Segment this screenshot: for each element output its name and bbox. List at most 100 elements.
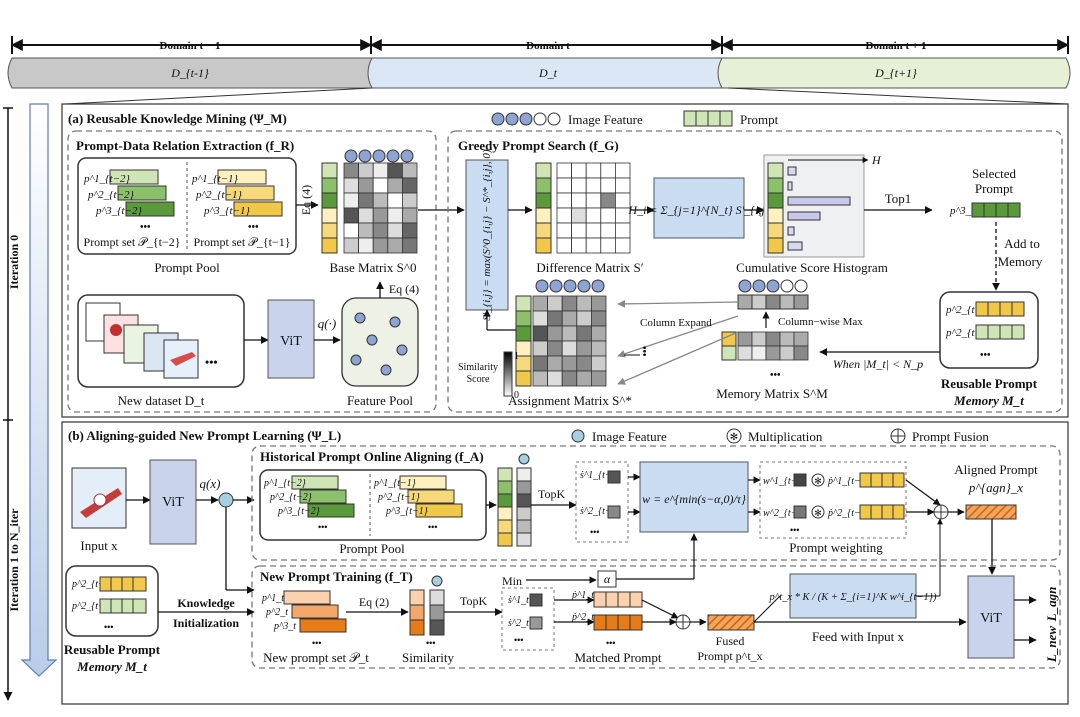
matrix-cell xyxy=(600,192,616,209)
prompt-pool-label: Prompt Pool xyxy=(154,260,220,275)
fuse-formula: p^t_x * K / (K + Σ_{i=1}^K w^i_{t−1}) xyxy=(769,592,937,603)
fused-prompt-block xyxy=(707,614,755,631)
similarity-score-label-2: Score xyxy=(467,374,490,385)
legend-prompt-icon xyxy=(683,110,733,127)
memory-matrix-label: Memory Matrix S^M xyxy=(716,386,828,401)
add-to-memory-2: Memory xyxy=(998,254,1043,269)
matrix-cell xyxy=(387,177,403,194)
prompt-set-1-label: Prompt set 𝒫_{t−2} xyxy=(84,235,181,249)
loss-agn: L_agn xyxy=(1044,587,1059,623)
svg-text:p^2_{t−2}: p^2_{t−2} xyxy=(269,492,312,503)
matrix-cell xyxy=(571,162,587,179)
matrix-cell xyxy=(793,331,809,347)
matrix-cell xyxy=(358,207,374,224)
matrix-cell xyxy=(556,162,573,179)
matrix-cell xyxy=(343,222,360,239)
hist-prompt-pool-label: Prompt Pool xyxy=(339,541,405,556)
matrix-cell xyxy=(615,222,631,239)
timeline: Domain t − 1 Domain t Domain t + 1 D_{t-… xyxy=(7,36,1071,105)
prompt-weighting-label: Prompt weighting xyxy=(789,540,883,555)
matched-prompt-label: Matched Prompt xyxy=(574,650,661,665)
prompt-column-diff xyxy=(535,162,552,254)
svg-text:•••: ••• xyxy=(426,638,435,648)
matrix-cell xyxy=(372,207,389,224)
hist-align-title: Historical Prompt Online Aligning (f_A) xyxy=(260,449,484,464)
scale-0-label: 0 xyxy=(514,390,519,401)
matrix-cell xyxy=(372,177,389,194)
svg-text:•••: ••• xyxy=(312,638,321,648)
matrix-cell xyxy=(343,177,360,194)
svg-text:✻: ✻ xyxy=(730,432,738,443)
new-prompt-set: p^1_t p^2_t p^3_t ••• xyxy=(261,590,347,648)
matrix-cell xyxy=(547,355,563,372)
matrix-cell xyxy=(343,192,360,209)
matrix-cell xyxy=(591,310,607,327)
matrix-cell xyxy=(401,192,418,209)
matrix-cell xyxy=(571,177,587,194)
scale-1-label: 1 xyxy=(514,351,519,362)
matrix-cell xyxy=(561,295,578,312)
matrix-cell xyxy=(576,310,592,327)
matrix-cell xyxy=(547,340,563,357)
assignment-matrix-label: Assignment Matrix S^* xyxy=(508,393,632,408)
qx-label: q(x) xyxy=(200,476,221,491)
matrix-cell xyxy=(387,222,403,239)
matrix-cell xyxy=(591,370,607,387)
prompt-set-t-1: p^1_{t−1} p^2_{t−1} p^3_{t−1} ••• xyxy=(191,169,283,233)
svg-text:p^2_{t−1}: p^2_{t−1} xyxy=(71,579,114,590)
histogram-h-axis: H xyxy=(871,153,882,167)
new-prompt-set-label: New prompt set 𝒫_t xyxy=(263,650,369,665)
vit-box-final xyxy=(967,575,1015,659)
legend-b-fusion: Prompt Fusion xyxy=(912,429,989,444)
memory-label-b-2: Memory M_t xyxy=(76,659,147,674)
svg-text:p^2_{t−2}: p^2_{t−2} xyxy=(71,601,114,612)
selected-prompt-label-2: Prompt xyxy=(975,181,1014,196)
matrix-cell xyxy=(571,207,587,224)
matrix-cell xyxy=(556,192,573,209)
legend-b-image-feature: Image Feature xyxy=(592,429,667,444)
difference-matrix xyxy=(556,162,631,254)
vit-label-a: ViT xyxy=(280,334,302,349)
matrix-cell xyxy=(576,355,592,372)
panel-b: (b) Aligning-guided New Prompt Learning … xyxy=(61,421,1069,705)
panel-a: (a) Reusable Knowledge Mining (Ψ_M) Imag… xyxy=(61,103,1069,418)
hist-pool-set-2: p^1_{t−1} p^2_{t−1} p^3_{t−1} ••• xyxy=(373,475,463,532)
matrix-cell xyxy=(401,207,418,224)
svg-text:✻: ✻ xyxy=(814,508,822,518)
svg-text:ṡ^2_{t−1}: ṡ^2_{t−1} xyxy=(580,506,621,517)
hist-topk: TopK xyxy=(538,487,565,501)
svg-text:p^1_{t−1}: p^1_{t−1} xyxy=(191,173,239,185)
svg-text:ṗ^2_{t−1}: ṗ^2_{t−1} xyxy=(827,508,870,519)
matrix-cell xyxy=(561,355,578,372)
eq2-label: Eq (2) xyxy=(359,595,389,609)
initialization-label: Initialization xyxy=(173,616,239,630)
new-topk: TopK xyxy=(460,594,487,608)
matrix-cell xyxy=(401,222,418,239)
iteration-1-label: Iteration 1 to N_iter xyxy=(7,508,21,612)
matrix-cell xyxy=(779,331,795,347)
matrix-cell xyxy=(765,345,781,361)
svg-text:p^3_{t−2}: p^3_{t−2} xyxy=(277,506,320,517)
legend-image-feature-dots xyxy=(491,112,561,126)
new-train-title: New Prompt Training (f_T) xyxy=(260,569,413,584)
aligned-prompt-label: Aligned Prompt xyxy=(954,462,1038,477)
matrix-cell xyxy=(343,162,360,179)
domain-band-3: D_{t+1} xyxy=(874,66,917,80)
matrix-cell xyxy=(615,177,631,194)
matrix-cell xyxy=(585,177,602,194)
matrix-cell xyxy=(591,295,607,312)
svg-text:ṗ^1_t: ṗ^1_t xyxy=(571,590,594,601)
matrix-cell xyxy=(576,370,592,387)
legend-image-feature: Image Feature xyxy=(568,112,643,127)
matrix-cell xyxy=(591,325,607,342)
hist-similarity-column xyxy=(516,467,532,547)
matrix-cell xyxy=(556,222,573,239)
domain-header-3: Domain t + 1 xyxy=(866,40,927,52)
matrix-cell xyxy=(532,355,549,372)
legend-prompt: Prompt xyxy=(740,112,779,127)
matrix-cell xyxy=(600,162,616,179)
similarity-scale xyxy=(503,351,513,397)
matrix-cell xyxy=(358,177,374,194)
eq4-label-b: Eq (4) xyxy=(389,282,419,296)
matrix-cell xyxy=(779,345,795,361)
